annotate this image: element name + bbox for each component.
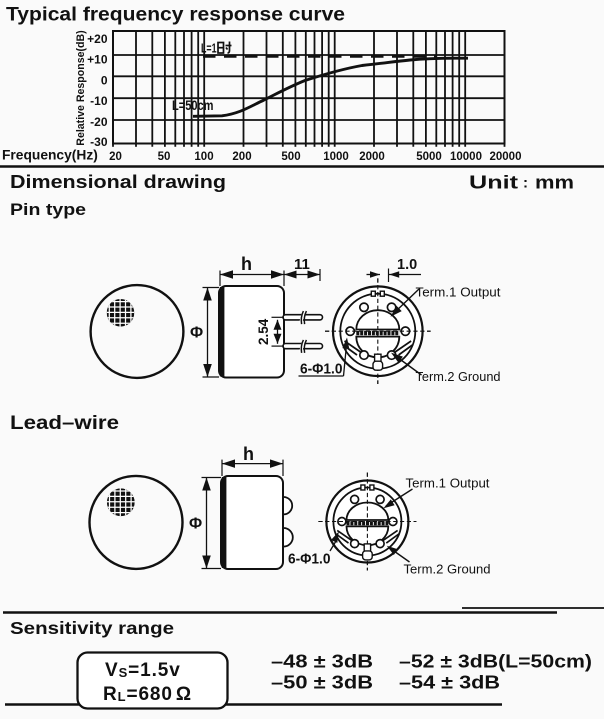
svg-text:11: 11 <box>294 256 310 273</box>
svg-text:Φ: Φ <box>189 516 202 533</box>
svg-text:mm: mm <box>535 173 574 193</box>
svg-text:Pin type: Pin type <box>10 200 86 219</box>
svg-text:6-Φ1.0: 6-Φ1.0 <box>300 361 343 378</box>
svg-text:2000: 2000 <box>359 151 385 163</box>
svg-text:Unit: Unit <box>469 173 518 193</box>
svg-text:-30: -30 <box>90 135 108 149</box>
svg-text:–54 ± 3dB: –54 ± 3dB <box>399 673 500 693</box>
svg-text:20: 20 <box>109 151 122 163</box>
svg-text:–50 ± 3dB: –50 ± 3dB <box>271 673 373 693</box>
svg-text:Φ: Φ <box>190 325 203 342</box>
svg-text:Lead–wire: Lead–wire <box>10 413 119 434</box>
svg-text:h: h <box>241 254 252 274</box>
svg-text:2.54: 2.54 <box>256 318 271 345</box>
svg-text:1.0: 1.0 <box>397 257 417 273</box>
svg-text:Typical frequency response cur: Typical frequency response curve <box>6 4 345 26</box>
svg-text:200: 200 <box>232 151 251 163</box>
svg-text:Term.2 Ground: Term.2 Ground <box>416 369 501 384</box>
svg-text:VS=1.5v: VS=1.5v <box>105 660 181 681</box>
svg-text:+20: +20 <box>87 32 108 46</box>
svg-text:Term.1 Output: Term.1 Output <box>406 477 491 491</box>
svg-text:20000: 20000 <box>490 151 522 163</box>
svg-text:h: h <box>243 444 254 464</box>
svg-text:L=50cm: L=50cm <box>172 98 214 113</box>
svg-text:Relative Response(dB): Relative Response(dB) <box>75 30 87 145</box>
svg-text:Sensitivity range: Sensitivity range <box>10 618 174 638</box>
svg-text:0: 0 <box>101 74 108 88</box>
svg-text:L=1: L=1 <box>201 42 217 56</box>
svg-text:100: 100 <box>194 151 213 163</box>
svg-text:50: 50 <box>158 151 171 163</box>
svg-text:Term.2 Ground: Term.2 Ground <box>404 563 491 577</box>
svg-text::: : <box>523 175 528 192</box>
svg-text:6-Φ1.0: 6-Φ1.0 <box>288 551 331 568</box>
svg-text:Term.1 Output: Term.1 Output <box>416 285 501 300</box>
svg-text:5000: 5000 <box>416 151 442 163</box>
svg-text:–52 ± 3dB(L=50cm): –52 ± 3dB(L=50cm) <box>399 652 592 672</box>
svg-text:1000: 1000 <box>323 151 349 163</box>
svg-text:500: 500 <box>281 151 300 163</box>
svg-text:–48 ± 3dB: –48 ± 3dB <box>271 652 373 672</box>
svg-text:10000: 10000 <box>450 151 482 163</box>
svg-text:-10: -10 <box>90 94 108 108</box>
svg-text:-20: -20 <box>90 115 108 129</box>
svg-text:+10: +10 <box>87 53 108 67</box>
svg-text:Frequency(Hz): Frequency(Hz) <box>2 148 98 163</box>
svg-text:Dimensional drawing: Dimensional drawing <box>10 172 226 192</box>
